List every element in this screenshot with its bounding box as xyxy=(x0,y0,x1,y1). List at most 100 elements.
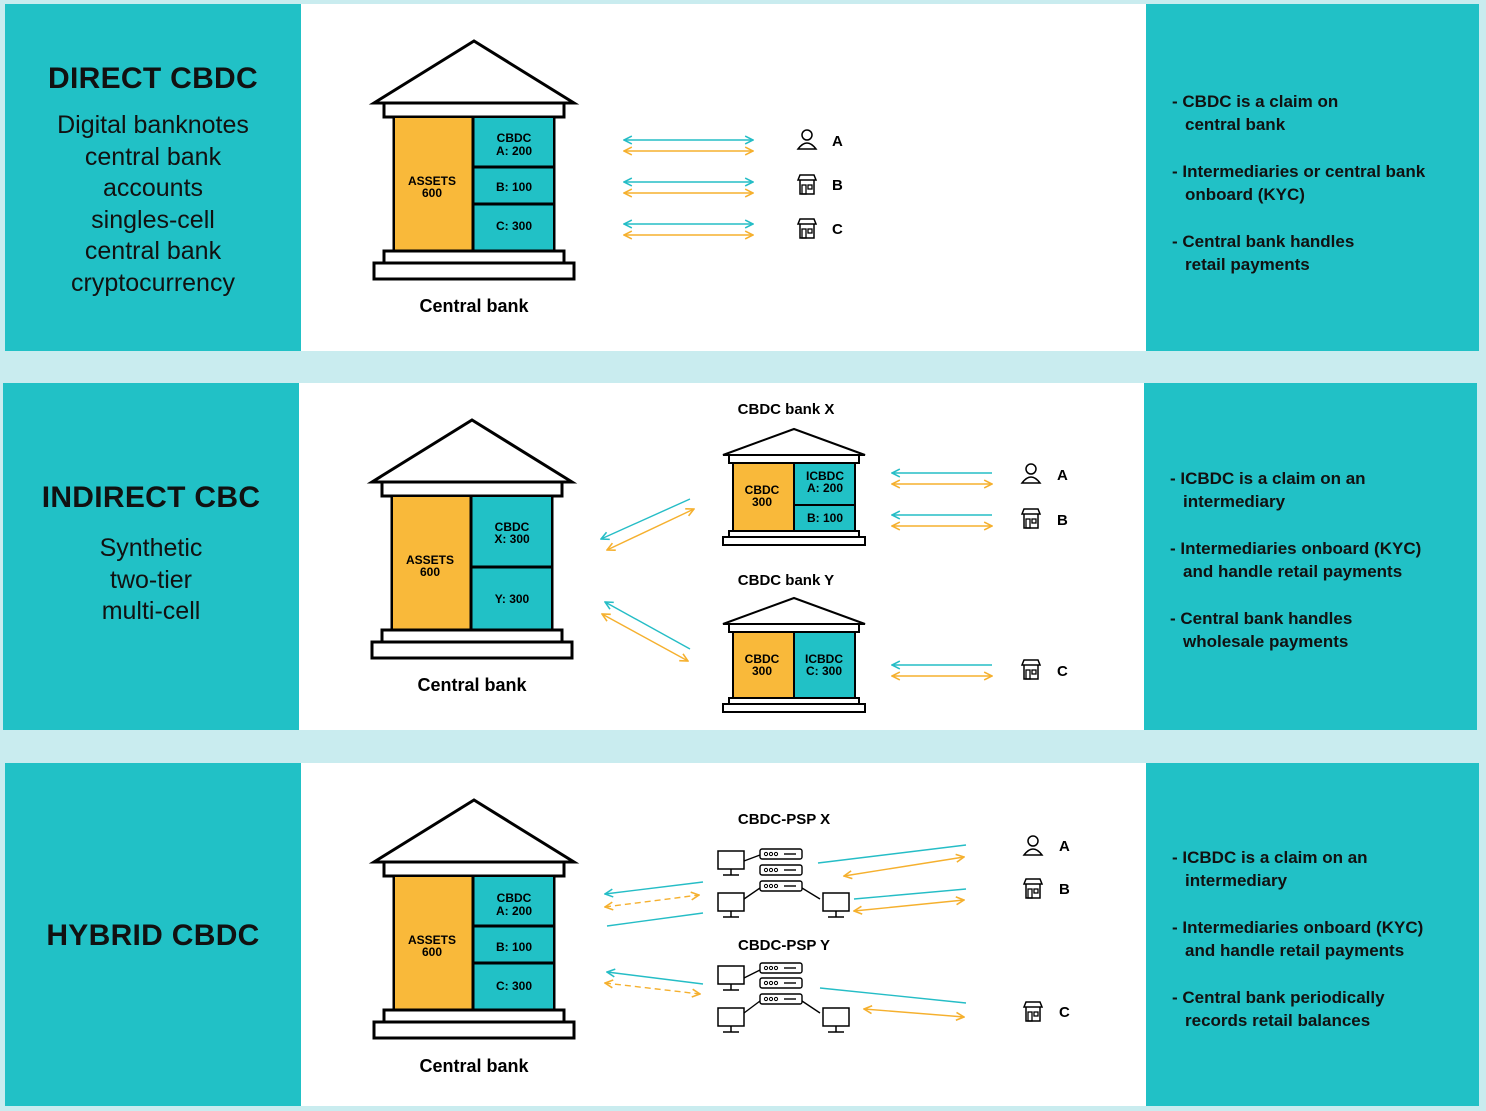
store-icon xyxy=(1020,508,1042,529)
central-to-banks-arrows xyxy=(601,498,694,661)
indirect-label-panel: INDIRECT CBC Synthetic two-tier multi-ce… xyxy=(3,383,299,730)
bank-x-label: CBDC bank X xyxy=(738,401,835,418)
direct-flow-arrows xyxy=(624,140,753,235)
user-a-label: A xyxy=(1057,467,1068,484)
indirect-cbdc-row: INDIRECT CBC Synthetic two-tier multi-ce… xyxy=(0,383,1486,730)
cell-cbdc-label: CBDC xyxy=(497,131,532,145)
assets-value: 600 xyxy=(422,186,442,200)
store-icon xyxy=(796,218,818,239)
cell-cbdc-label: CBDC xyxy=(497,891,532,905)
store-icon xyxy=(1022,878,1044,899)
svg-text:B: 100: B: 100 xyxy=(807,511,843,525)
computer-icon xyxy=(822,1007,850,1033)
user-c-label: C xyxy=(1057,663,1068,680)
computer-icon xyxy=(717,965,745,991)
indirect-note-2: - Intermediaries onboard (KYC)and handle… xyxy=(1170,539,1422,581)
hybrid-label-panel: HYBRID CBDC xyxy=(5,763,301,1106)
server-icon xyxy=(759,962,803,974)
assets-value: 600 xyxy=(422,945,442,959)
user-b-label: B xyxy=(832,177,843,194)
assets-label: ASSETS xyxy=(408,174,456,188)
svg-text:300: 300 xyxy=(752,495,772,509)
bank-y-label: CBDC bank Y xyxy=(738,572,834,589)
user-a-label: A xyxy=(1059,838,1070,855)
indirect-diagram: ASSETS 600 CBDC X: 300 Y: 300 Central ba… xyxy=(366,401,1068,713)
hybrid-cbdc-row: HYBRID CBDC xyxy=(0,763,1486,1106)
indirect-title: INDIRECT CBC xyxy=(41,481,261,514)
svg-text:CBDC: CBDC xyxy=(745,483,780,497)
store-icon xyxy=(796,174,818,195)
indirect-subtitle: Synthetic two-tier multi-cell xyxy=(99,534,203,625)
direct-diagram: ASSETS 600 CBDC A: 200 B: 100 C: 300 Cen… xyxy=(368,39,843,316)
cell-x-value: X: 300 xyxy=(494,532,530,546)
central-bank-label: Central bank xyxy=(419,1056,529,1076)
cell-b-value: B: 100 xyxy=(496,940,532,954)
user-a-label: A xyxy=(832,133,843,150)
assets-value: 600 xyxy=(420,565,440,579)
user-c-label: C xyxy=(832,221,843,238)
direct-subtitle: Digital banknotes central bank accounts … xyxy=(57,111,249,297)
user-b-label: B xyxy=(1057,512,1068,529)
central-bank-label: Central bank xyxy=(417,675,527,695)
bank-to-user-arrows xyxy=(892,473,992,676)
cbdc-bank-y-building: CBDC 300 ICBDC C: 300 xyxy=(722,596,866,713)
central-bank-label: Central bank xyxy=(419,296,529,316)
central-bank-building: ASSETS 600 CBDC X: 300 Y: 300 Central ba… xyxy=(366,418,578,695)
computer-icon xyxy=(717,850,745,876)
psp-x-label: CBDC-PSP X xyxy=(738,811,830,828)
cbdc-bank-x-building: CBDC 300 ICBDC A: 200 B: 100 xyxy=(722,427,866,546)
direct-cbdc-row: DIRECT CBDC Digital banknotes central ba… xyxy=(0,4,1486,351)
server-icon xyxy=(759,977,803,989)
svg-text:CBDC: CBDC xyxy=(745,652,780,666)
cell-y-value: Y: 300 xyxy=(495,592,530,606)
direct-title: DIRECT CBDC xyxy=(48,62,258,95)
person-icon xyxy=(796,129,818,150)
svg-text:300: 300 xyxy=(752,664,772,678)
server-icon xyxy=(759,864,803,876)
cell-b-value: B: 100 xyxy=(496,180,532,194)
cell-c-value: C: 300 xyxy=(496,979,532,993)
central-bank-building: ASSETS 600 CBDC A: 200 B: 100 C: 300 Cen… xyxy=(368,39,580,316)
cell-c-value: C: 300 xyxy=(496,219,532,233)
psp-x-network xyxy=(717,848,850,918)
central-to-psp-arrows xyxy=(605,881,704,994)
server-icon xyxy=(759,993,803,1005)
hybrid-title: HYBRID CBDC xyxy=(46,919,260,952)
assets-label: ASSETS xyxy=(408,933,456,947)
user-c-label: C xyxy=(1059,1004,1070,1021)
direct-label-panel: DIRECT CBDC Digital banknotes central ba… xyxy=(5,4,301,351)
assets-label: ASSETS xyxy=(406,553,454,567)
cell-a-value: A: 200 xyxy=(496,144,532,158)
psp-y-label: CBDC-PSP Y xyxy=(738,937,830,954)
psp-y-network xyxy=(717,962,850,1033)
hybrid-note-2: - Intermediaries onboard (KYC)and handle… xyxy=(1172,918,1424,960)
svg-text:ICBDC: ICBDC xyxy=(805,652,843,666)
hybrid-diagram-panel: ASSETS 600 CBDC A: 200 B: 100 C: 300 Cen… xyxy=(301,763,1146,1106)
cell-a-value: A: 200 xyxy=(496,904,532,918)
server-icon xyxy=(759,848,803,860)
store-icon xyxy=(1022,1001,1044,1022)
computer-icon xyxy=(822,892,850,918)
hybrid-diagram: ASSETS 600 CBDC A: 200 B: 100 C: 300 Cen… xyxy=(368,798,1070,1076)
person-icon xyxy=(1022,835,1044,856)
indirect-diagram-panel: ASSETS 600 CBDC X: 300 Y: 300 Central ba… xyxy=(299,383,1144,730)
psp-to-user-arrows xyxy=(817,844,967,1017)
direct-diagram-panel: ASSETS 600 CBDC A: 200 B: 100 C: 300 Cen… xyxy=(301,4,1146,351)
computer-icon xyxy=(717,1007,745,1033)
cell-cbdc-label: CBDC xyxy=(495,520,530,534)
central-bank-building: ASSETS 600 CBDC A: 200 B: 100 C: 300 Cen… xyxy=(368,798,580,1076)
server-icon xyxy=(759,880,803,892)
user-b-label: B xyxy=(1059,881,1070,898)
person-icon xyxy=(1020,463,1042,484)
svg-text:ICBDC: ICBDC xyxy=(806,469,844,483)
store-icon xyxy=(1020,659,1042,680)
